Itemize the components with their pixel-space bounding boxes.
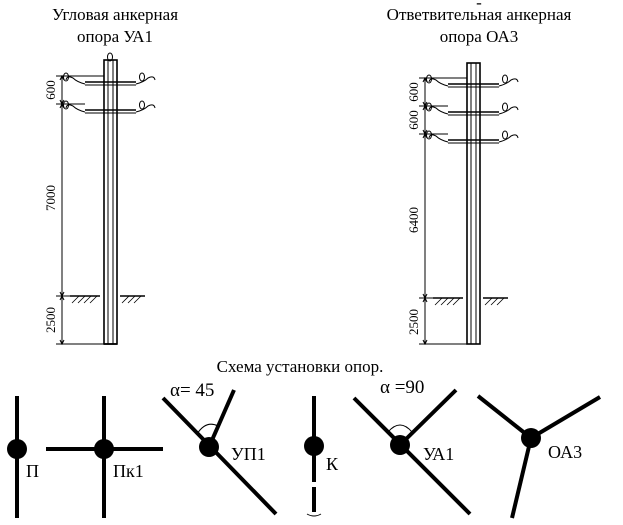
- scheme-title: Схема установки опор.: [217, 357, 384, 376]
- scheme-k: К: [304, 396, 339, 517]
- right-crossarm-2: [426, 102, 519, 116]
- scheme-ua1: α =90 УА1: [352, 377, 472, 516]
- scheme-p: П: [7, 396, 39, 518]
- left-crossarm-2: [63, 100, 156, 114]
- pole-node-pk1: [94, 439, 114, 459]
- right-pole-shaft: [466, 62, 481, 345]
- pole-node-oa3: [521, 428, 541, 448]
- right-crossarm-3: [426, 130, 519, 144]
- right-dim-2500: 2500: [406, 309, 421, 335]
- right-pole-title-line1: Ответвительная анкерная: [387, 5, 572, 24]
- angle-arc-45: [196, 423, 219, 435]
- angle-arc-90: [387, 424, 413, 433]
- right-pole-title-line2: опора ОА3: [440, 27, 519, 46]
- right-dim-600-b: 600: [406, 110, 421, 130]
- left-dim-7000: 7000: [43, 185, 58, 211]
- left-pole-title-line1: Угловая анкерная: [52, 5, 178, 24]
- left-crossarm-1: [63, 72, 156, 86]
- left-dim-600: 600: [43, 80, 58, 100]
- left-pole-title-line2: опора УА1: [77, 27, 153, 46]
- label-ua1: УА1: [423, 444, 454, 464]
- right-dim-6400: 6400: [406, 207, 421, 233]
- label-k: К: [326, 454, 339, 474]
- label-pk1: Пк1: [113, 461, 144, 481]
- right-pole-dash: -: [476, 0, 482, 12]
- left-pole-shaft: [103, 59, 118, 345]
- pole-node-ua1: [390, 435, 410, 455]
- left-dim-2500: 2500: [43, 307, 58, 333]
- pole-node-up1: [199, 437, 219, 457]
- right-dim-600-a: 600: [406, 82, 421, 102]
- scheme-up1: α= 45 УП1: [161, 380, 278, 516]
- left-pole-group: Угловая анкерная опора УА1: [43, 5, 178, 346]
- right-crossarm-1: [426, 74, 519, 88]
- angle-90-label: α =90: [380, 377, 424, 398]
- scheme-pk1: Пк1: [46, 396, 163, 518]
- pole-node-k: [304, 436, 324, 456]
- label-oa3: ОА3: [548, 442, 582, 462]
- angle-45-label: α= 45: [170, 380, 214, 401]
- scheme-oa3: ОА3: [476, 394, 602, 519]
- pole-node-p: [7, 439, 27, 459]
- right-pole-group: - Ответвительная анкерная опора ОА3: [387, 0, 572, 346]
- label-up1: УП1: [231, 444, 266, 464]
- label-p: П: [26, 461, 39, 481]
